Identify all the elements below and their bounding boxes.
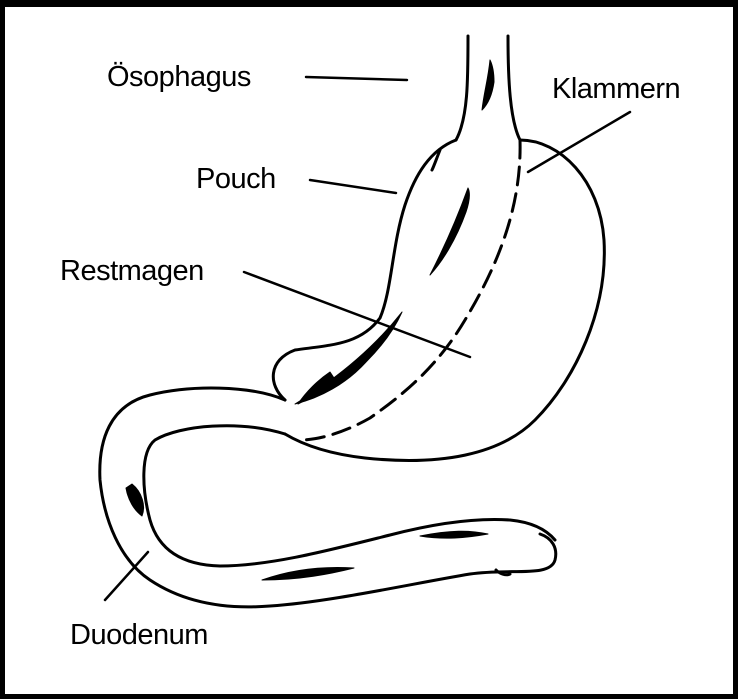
interior-streaks	[295, 188, 469, 404]
leader-klammern	[528, 112, 630, 172]
leader-pouch	[310, 180, 396, 193]
leader-oesophagus	[306, 77, 407, 80]
label-klammern: Klammern	[552, 75, 680, 104]
stomach-body	[273, 140, 604, 460]
label-duodenum: Duodenum	[70, 621, 208, 650]
staple-line	[300, 140, 520, 440]
label-restmagen: Restmagen	[60, 257, 204, 286]
label-pouch: Pouch	[196, 165, 276, 194]
label-oesophagus: Ösophagus	[107, 63, 251, 92]
leader-lines	[105, 77, 630, 600]
duodenum	[100, 388, 556, 607]
esophagus-tube	[456, 36, 520, 140]
leader-restmagen	[244, 272, 470, 357]
